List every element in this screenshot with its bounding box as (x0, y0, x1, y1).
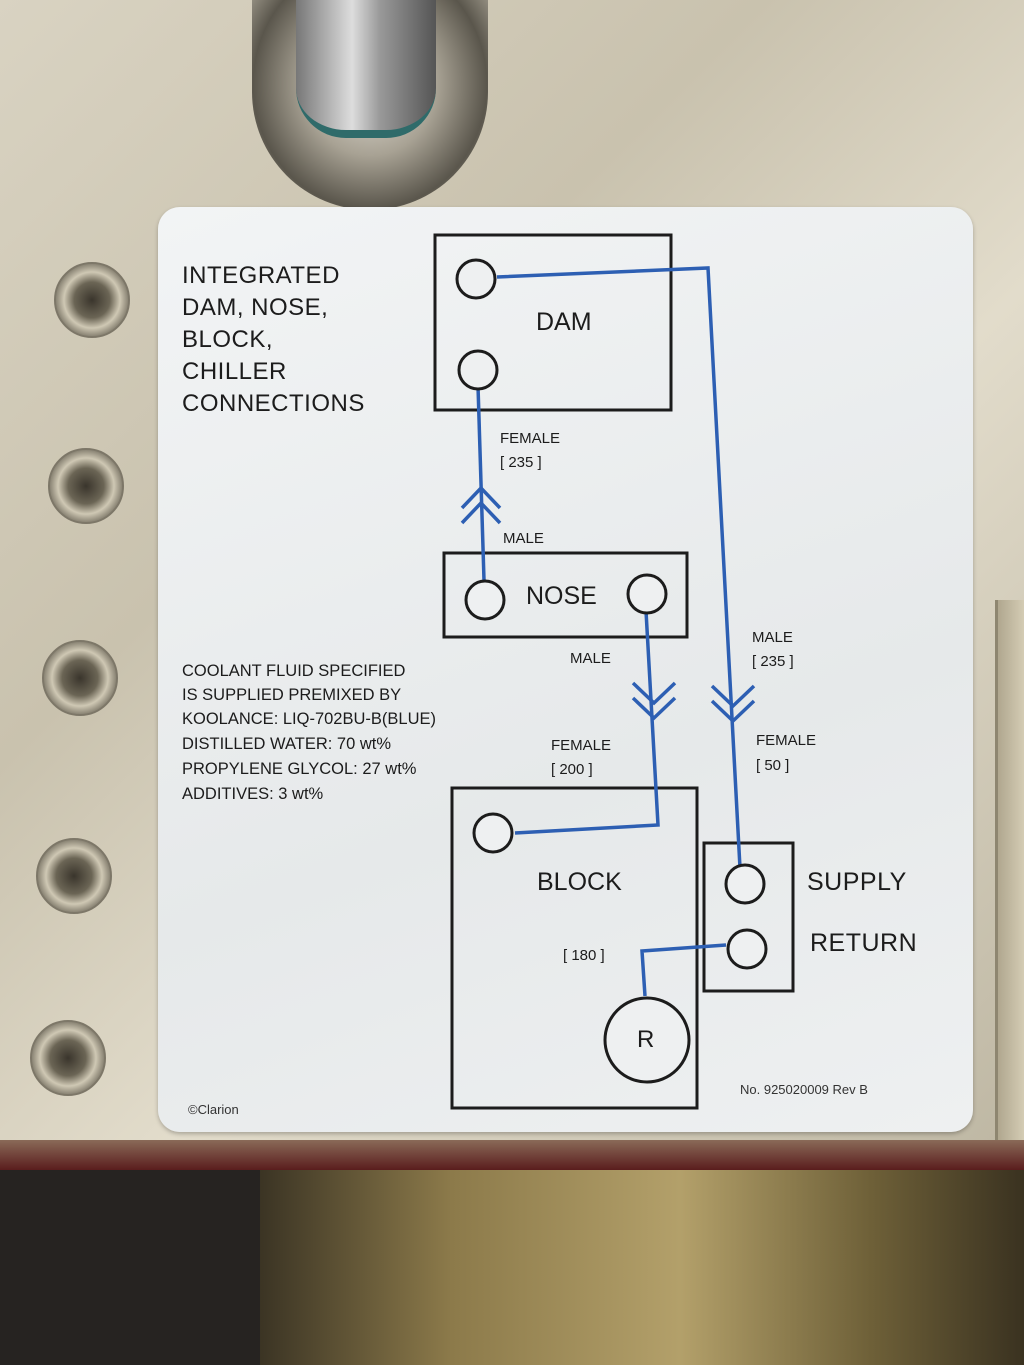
nose-block-line (514, 610, 660, 835)
plate-edge (0, 1140, 1024, 1170)
port-circle-icon (472, 812, 514, 854)
chevron-arrow-icon (710, 684, 756, 709)
part-number: No. 925020009 Rev B (740, 1082, 868, 1097)
mounting-hole-icon (42, 640, 118, 716)
nose-box (442, 551, 689, 639)
supply-male-size: [ 235 ] (752, 653, 794, 670)
supply-male-label: MALE (752, 629, 793, 646)
spec-line-4: DISTILLED WATER: 70 wt% (182, 735, 392, 753)
return-label: RETURN (810, 929, 918, 957)
chevron-arrow-icon (631, 681, 677, 706)
return-line (640, 943, 727, 997)
reservoir-size: [ 180 ] (563, 947, 605, 964)
chevron-arrow-icon (460, 500, 502, 525)
reservoir-circle (603, 996, 691, 1084)
fitting-stem (296, 0, 436, 138)
dam-nose-line (476, 385, 486, 581)
nose-label: NOSE (526, 582, 597, 610)
supply-female-size: [ 50 ] (756, 757, 790, 774)
port-circle-icon (626, 573, 668, 615)
mounting-hole-icon (48, 448, 124, 524)
chevron-arrow-icon (460, 485, 502, 510)
copyright: ©Clarion (188, 1102, 239, 1117)
mounting-hole-icon (36, 838, 112, 914)
nose-block-female-label: FEMALE (551, 737, 612, 754)
mounting-hole-icon (30, 1020, 106, 1096)
nose-block-female-size: [ 200 ] (551, 761, 593, 778)
dam-nose-female-size: [ 235 ] (500, 454, 542, 471)
chevron-arrow-icon (631, 696, 677, 721)
supply-female-label: FEMALE (756, 732, 817, 749)
connection-label (158, 207, 973, 1132)
port-circle-icon (464, 579, 506, 621)
dam-nose-male-label: MALE (503, 530, 544, 547)
supply-label: SUPPLY (807, 868, 907, 896)
dam-label: DAM (536, 308, 592, 336)
right-bracket (995, 600, 1024, 1145)
lower-metal-part (260, 1170, 1024, 1365)
dam-nose-female-label: FEMALE (500, 430, 561, 447)
block-label: BLOCK (537, 868, 622, 896)
title-line-3: BLOCK, (182, 326, 274, 353)
spec-line-6: ADDITIVES: 3 wt% (182, 785, 324, 803)
chevron-arrow-icon (710, 699, 756, 724)
title-line-4: CHILLER (182, 358, 287, 385)
mounting-hole-icon (54, 262, 130, 338)
spec-line-3: KOOLANCE: LIQ-702BU-B(BLUE) (182, 710, 436, 728)
nose-block-male-label: MALE (570, 650, 611, 667)
supply-line (496, 266, 742, 869)
background-dark (0, 1170, 260, 1365)
spec-line-2: IS SUPPLIED PREMIXED BY (182, 686, 402, 704)
dam-box (433, 233, 673, 412)
port-circle-icon (457, 349, 499, 391)
reservoir-label: R (637, 1026, 655, 1053)
port-circle-icon (724, 863, 766, 905)
title-line-5: CONNECTIONS (182, 390, 365, 417)
port-circle-icon (726, 928, 768, 970)
port-circle-icon (455, 258, 497, 300)
spec-line-5: PROPYLENE GLYCOL: 27 wt% (182, 760, 417, 778)
title-line-1: INTEGRATED (182, 262, 340, 289)
spec-line-1: COOLANT FLUID SPECIFIED (182, 662, 406, 680)
chiller-box (702, 841, 795, 993)
title-line-2: DAM, NOSE, (182, 294, 329, 321)
